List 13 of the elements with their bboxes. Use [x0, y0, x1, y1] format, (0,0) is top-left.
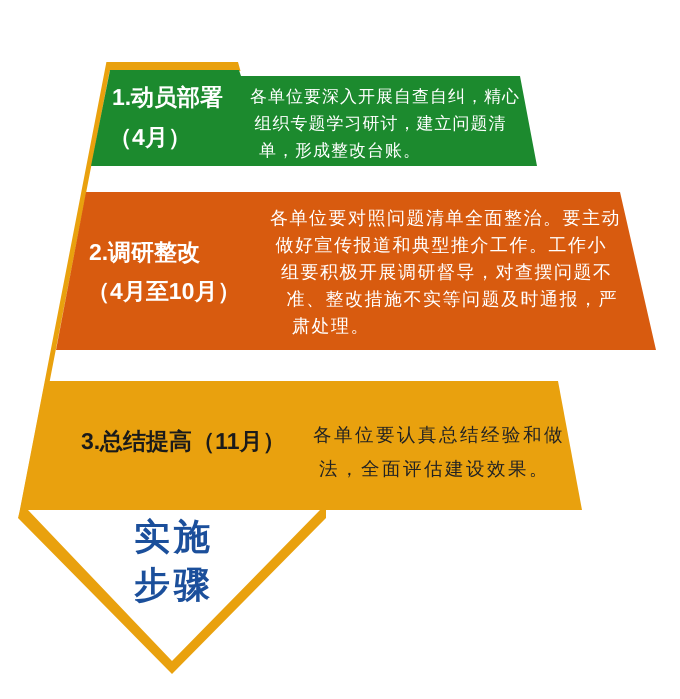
- step-title: 1.动员部署: [112, 84, 224, 110]
- step-band: [56, 192, 656, 350]
- step-band: [20, 381, 582, 510]
- step-band: [91, 70, 537, 166]
- step-description: 各单位要对照问题清单全面整治。要主动做好宣传报道和典型推介工作。工作小组要积极开展调研督导，对查摆问题不准、整改措施不实等问题及时通报，严肃处理。: [269, 206, 622, 338]
- step-title: 2.调研整改: [89, 239, 200, 266]
- step-title: 3.总结提高（11月）: [81, 428, 286, 454]
- step-description: 各单位要认真总结经验和做法，全面评估建设效果。: [312, 423, 565, 481]
- step-date: （4月）: [109, 124, 191, 150]
- arrow-head: [18, 510, 326, 674]
- step-description: 各单位要深入开展自查自纠，精心组织专题学习研讨，建立问题清单，形成整改台账。: [249, 86, 521, 162]
- step-date: （4月至10月）: [87, 278, 240, 304]
- arrow-label: 实施步骤: [134, 515, 215, 607]
